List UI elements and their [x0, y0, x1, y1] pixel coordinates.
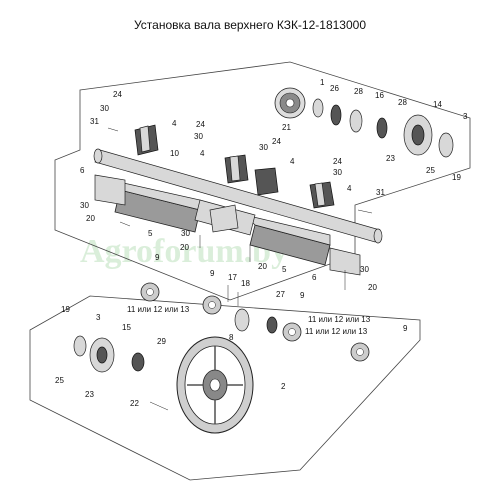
label-20a: 20 [86, 214, 95, 223]
label-10: 10 [170, 149, 179, 158]
bearing-28b [376, 117, 388, 139]
label-23a: 23 [386, 154, 395, 163]
label-9a: 9 [155, 253, 160, 262]
label-20b: 20 [180, 243, 189, 252]
sprocket-9d [350, 342, 370, 362]
label-16: 16 [375, 91, 384, 100]
label-30c: 30 [259, 143, 268, 152]
label-4a: 4 [172, 119, 177, 128]
label-11c: 11 или 12 или 13 [305, 327, 368, 336]
label-3a: 3 [463, 112, 468, 121]
label-28b: 28 [398, 98, 407, 107]
bearing-28a [330, 104, 342, 126]
label-30e: 30 [80, 201, 89, 210]
label-30a: 30 [100, 104, 109, 113]
label-20d: 20 [368, 283, 377, 292]
label-19b: 19 [61, 305, 70, 314]
label-29: 29 [157, 337, 166, 346]
label-21: 21 [282, 123, 291, 132]
bracket-left [94, 174, 126, 206]
label-22: 22 [130, 399, 139, 408]
label-31b: 31 [376, 188, 385, 197]
clamp-bracket-4 [309, 181, 335, 209]
clamp-bracket-1 [134, 124, 159, 156]
lower-assembly-frame [29, 295, 421, 481]
sprocket-9b [202, 295, 222, 315]
clamp-bracket-3 [254, 167, 279, 196]
label-8: 8 [229, 333, 234, 342]
sprocket-9a [140, 282, 160, 302]
sleeve-16 [349, 109, 363, 133]
label-18: 18 [241, 279, 250, 288]
label-30g: 30 [360, 265, 369, 274]
label-17: 17 [228, 273, 237, 282]
label-24c: 24 [272, 137, 281, 146]
housing-14 [403, 114, 433, 156]
label-23b: 23 [85, 390, 94, 399]
label-28a: 28 [354, 87, 363, 96]
upper-shaft [93, 148, 383, 244]
bolt-20a [119, 221, 131, 227]
label-1: 1 [320, 78, 325, 87]
label-20c: 20 [258, 262, 267, 271]
label-2: 2 [281, 382, 286, 391]
clamp-bracket-2 [224, 154, 249, 184]
label-26: 26 [330, 84, 339, 93]
label-9d: 9 [403, 324, 408, 333]
label-24d: 24 [333, 157, 342, 166]
label-15: 15 [122, 323, 131, 332]
diagram-title: Установка вала верхнего КЗК-12-1813000 [133, 18, 366, 32]
shaft-cover-right [243, 214, 331, 266]
label-30f: 30 [181, 229, 190, 238]
label-11a: 11 или 12 или 13 [127, 305, 190, 314]
label-9b: 9 [210, 269, 215, 278]
hub-8 [234, 308, 250, 332]
label-4b: 4 [200, 149, 205, 158]
cover-3-lower [73, 335, 87, 357]
label-30b: 30 [194, 132, 203, 141]
label-31a: 31 [90, 117, 99, 126]
label-11b: 11 или 12 или 13 [308, 315, 371, 324]
bolt-31a [107, 127, 119, 132]
bolt-31b [357, 209, 373, 214]
clamp-bracket-5 [209, 204, 239, 233]
label-5a: 5 [148, 229, 153, 238]
label-4d: 4 [347, 184, 352, 193]
label-9c: 9 [300, 291, 305, 300]
label-30d: 30 [333, 168, 342, 177]
label-25a: 25 [426, 166, 435, 175]
label-14: 14 [433, 100, 442, 109]
label-24b: 24 [196, 120, 205, 129]
retaining-ring-26 [312, 98, 324, 118]
label-4c: 4 [290, 157, 295, 166]
bolt-22 [149, 401, 169, 411]
label-3b: 3 [96, 313, 101, 322]
sprocket-9c [282, 322, 302, 342]
sprocket-1 [274, 87, 306, 119]
label-6b: 6 [312, 273, 317, 282]
label-25b: 25 [55, 376, 64, 385]
label-5b: 5 [282, 265, 287, 274]
label-19a: 19 [452, 173, 461, 182]
cover-3-upper [438, 132, 454, 158]
part-labels: 1 26 28 16 28 14 3 21 23 25 19 24 30 31 … [55, 78, 468, 408]
pulley-2 [176, 336, 254, 434]
bearing-27 [266, 316, 278, 334]
housing-15 [89, 337, 115, 373]
label-27: 27 [276, 290, 285, 299]
label-6a: 6 [80, 166, 85, 175]
label-24a: 24 [113, 90, 122, 99]
bracket-right [329, 247, 361, 276]
bearing-29 [131, 352, 145, 372]
